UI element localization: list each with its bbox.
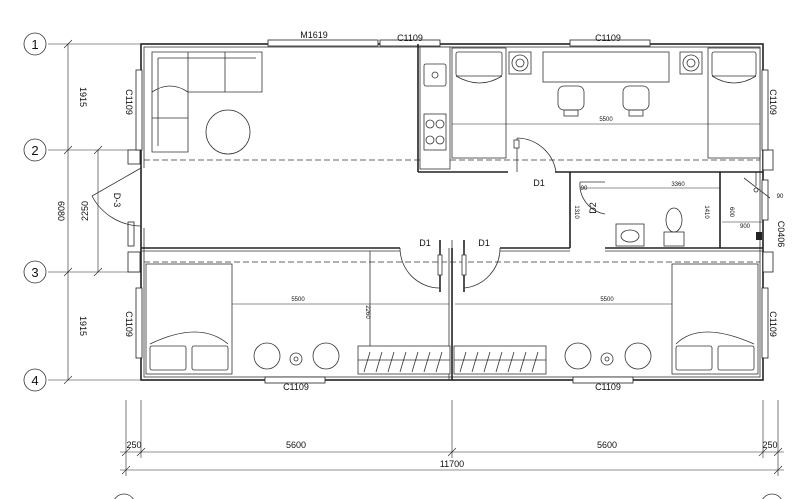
- grid-bubble-1: [23, 32, 47, 56]
- grid-label-3: 3: [31, 265, 38, 280]
- entry-door-leaf: [91, 167, 142, 197]
- label-C1109-top-1: C1109: [397, 33, 423, 43]
- chair-left-a: [253, 342, 281, 370]
- top-bed-left: [451, 47, 507, 159]
- chair-right-b: [624, 342, 652, 370]
- dim-bath-1310: 1310: [573, 205, 579, 219]
- centerlines: [144, 159, 760, 263]
- dim-left-2250: 2250: [80, 201, 90, 221]
- dim-bath-3360: 3360: [671, 182, 685, 188]
- dim-bottom-5600-right: 5600: [597, 440, 617, 450]
- label-D1-left: D1: [419, 238, 431, 248]
- lamp-right: [600, 352, 614, 366]
- label-C1109-left-top: C1109: [124, 89, 134, 115]
- chair-left-b: [312, 342, 340, 370]
- label-D1-right: D1: [478, 238, 490, 248]
- left-dimensions: 1915 6080 2250 1915: [56, 39, 103, 385]
- bed-right: [671, 263, 759, 375]
- chair-right-a: [564, 342, 592, 370]
- grid-label-1: 1: [31, 37, 38, 52]
- label-D1-kitchen: D1: [533, 178, 545, 188]
- dim-left-1915-bottom: 1915: [78, 316, 88, 336]
- desk: [542, 51, 670, 83]
- dim-bath-1410: 1410: [703, 205, 709, 219]
- label-C1109-right-top: C1109: [768, 89, 778, 115]
- dim-total-11700: 11700: [440, 459, 464, 469]
- dim-bottom-left-5500: 5500: [291, 297, 305, 303]
- grid-bubble-2: [23, 138, 47, 162]
- interior-walls: [141, 44, 763, 380]
- top-right-room: 5500: [451, 47, 761, 159]
- label-M1619: M1619: [300, 30, 328, 40]
- round-coffee-table: [205, 109, 251, 155]
- dim-shower-90: 90: [777, 194, 784, 200]
- grid-label-4: 4: [31, 373, 38, 388]
- dim-bottom-right-5500: 5500: [600, 297, 614, 303]
- grid-axes: 1 2 3 4: [23, 32, 782, 499]
- stove: [423, 113, 447, 151]
- dim-2260: 2260: [364, 305, 370, 319]
- dim-left-1915-top: 1915: [78, 87, 88, 107]
- chair-2: [622, 85, 650, 111]
- kitchen-sink: [423, 63, 447, 87]
- doors: D-3 D1 D2 D1 D1: [91, 137, 606, 290]
- toilet: [663, 231, 685, 247]
- chair-1: [557, 85, 585, 111]
- bedroom-right: 5500: [453, 263, 759, 375]
- dim-bottom-250-left: 250: [126, 440, 141, 450]
- dim-bottom-5600-left: 5600: [286, 440, 306, 450]
- dim-left-6080: 6080: [56, 201, 66, 221]
- grid-label-2: 2: [31, 143, 38, 158]
- bedroom-left: 5500 2260: [145, 251, 451, 375]
- bathroom: 3360 1310 1410 90 900 90 600: [573, 172, 784, 247]
- bed-left: [145, 263, 233, 375]
- windows: [135, 39, 769, 384]
- dim-small-90: 90: [581, 186, 588, 192]
- label-D2: D2: [588, 202, 598, 214]
- grid-bubble-3: [23, 260, 47, 284]
- label-C1109-right-bottom: C1109: [768, 311, 778, 337]
- kitchen: [419, 46, 451, 170]
- dim-top-5500: 5500: [599, 117, 613, 123]
- burner-icon: [425, 119, 435, 129]
- grid-bubble-4: [23, 368, 47, 392]
- bath-sink: [615, 223, 645, 247]
- label-C1109-bottom-1: C1109: [283, 382, 309, 392]
- opening-labels: M1619 C1109 C1109 C1109 C1109 C1109 C110…: [124, 30, 786, 392]
- label-D-3: D-3: [112, 193, 122, 208]
- label-C1109-bottom-2: C1109: [595, 382, 621, 392]
- lounge: [151, 51, 263, 155]
- bottom-dimensions: 250 5600 5600 250 11700: [120, 400, 784, 476]
- label-C1109-left-bottom: C1109: [124, 311, 134, 337]
- dim-shower-900: 900: [740, 224, 751, 230]
- label-C0406: C0406: [776, 221, 786, 248]
- top-bed-right: [707, 47, 761, 159]
- dim-bottom-250-right: 250: [762, 440, 777, 450]
- label-C1109-top-2: C1109: [595, 33, 621, 43]
- lamp-left: [289, 352, 303, 366]
- dim-small-600: 600: [728, 207, 734, 218]
